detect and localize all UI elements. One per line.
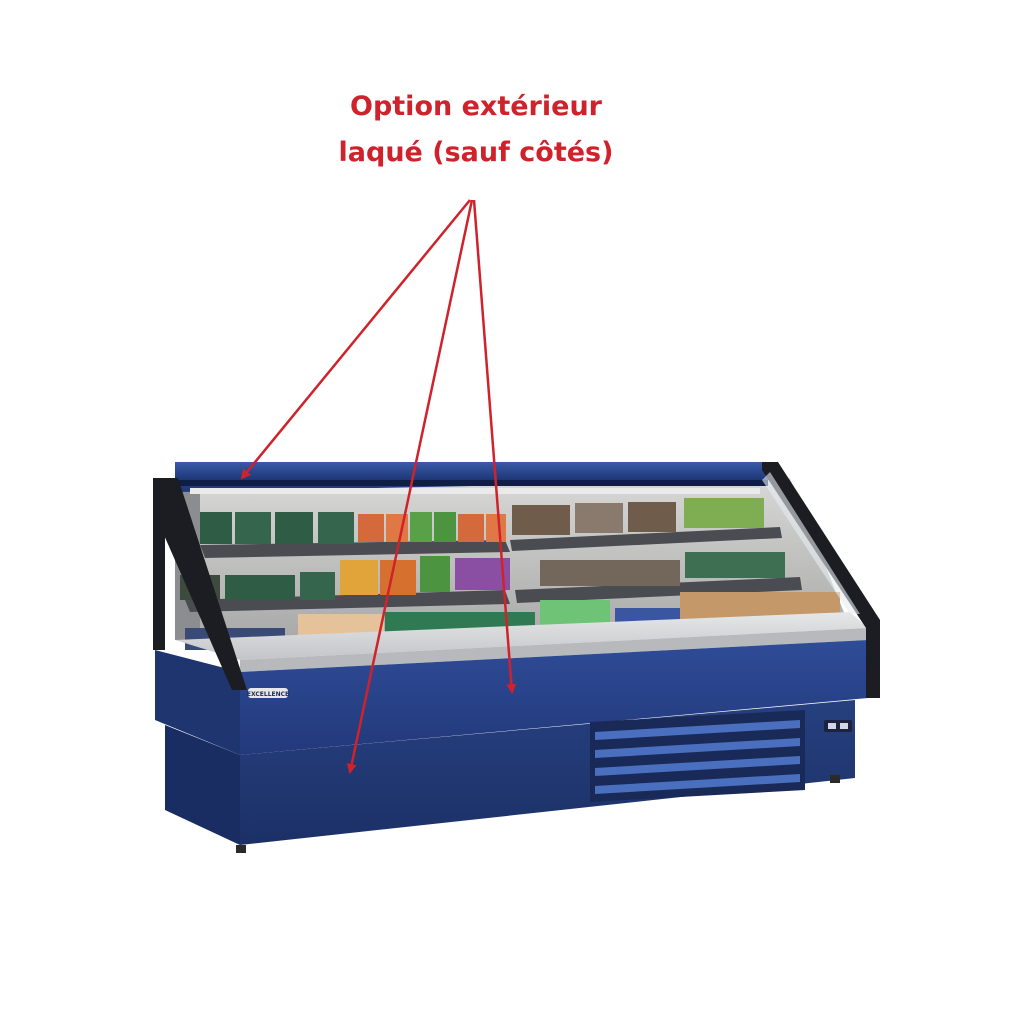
ventilation-grille <box>590 710 805 802</box>
control-panel <box>824 720 852 732</box>
annotation-line-2: laqué (sauf côtés) <box>338 137 614 168</box>
products-middle-shelf <box>180 552 785 600</box>
arrow-to-canopy <box>240 199 471 480</box>
shelves <box>185 527 802 612</box>
canopy-panel <box>158 462 770 494</box>
annotation-text: Option extérieur laqué (sauf côtés) <box>0 84 952 176</box>
products-top-shelf <box>200 498 764 544</box>
arrow-to-front-panel <box>472 199 517 694</box>
front-panel: EXCELLENCE <box>155 640 868 755</box>
front-deck <box>175 612 868 672</box>
arrow-to-base-panel <box>346 199 474 774</box>
annotation-arrows <box>240 199 517 774</box>
annotation-line-1: Option extérieur <box>350 91 602 122</box>
brand-badge: EXCELLENCE <box>247 691 289 698</box>
